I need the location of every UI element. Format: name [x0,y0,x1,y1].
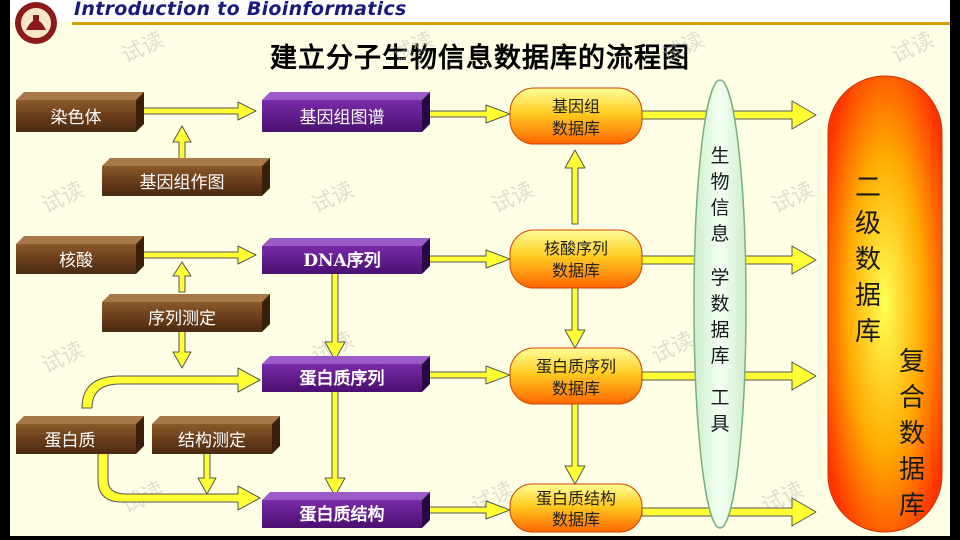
secondary-char: 据 [899,455,925,485]
secondary-char: 数 [899,419,925,449]
arrow-nucleic-db-to-genome-db [564,149,586,225]
arrow-dna-to-protein-seq [324,271,346,361]
arrow-protein-to-structure [97,445,261,511]
label-dna-sequence: DNA序列 [303,250,380,271]
secondary-char: 库 [855,317,881,347]
header-bar [10,0,950,22]
arrow-sequencing-up [172,261,192,293]
label-sequencing: 序列测定 [148,309,216,329]
db-protein-structure: 蛋白质结构 数据库 [509,483,643,533]
secondary-char: 合 [899,383,925,413]
tools-char: 数 [710,293,729,315]
arrow-mapping-to-chromosome [172,125,192,161]
secondary-char: 据 [855,281,881,311]
secondary-char: 级 [855,209,881,239]
arrow-sequencing-down [172,329,192,369]
tools-char: 信 [710,197,729,219]
box-chromosome: 染色体 [16,92,144,132]
arrow-dna-to-db [427,249,511,269]
db-nucleic-line1: 核酸序列 [544,239,608,258]
db-genome-line1: 基因组 [552,97,600,116]
slide: Introduction to Bioinformatics 建立分子生物信息数… [10,0,950,536]
tools-char: 库 [710,345,729,367]
arrow-protein-seq-to-db [427,365,511,385]
secondary-char: 二 [855,173,881,203]
tools-char: 物 [710,171,729,193]
db-nucleic-line2: 数据库 [552,261,600,280]
db-nucleic: 核酸序列 数据库 [509,229,643,289]
label-structure-determination: 结构测定 [178,431,246,451]
label-protein-structure: 蛋白质结构 [300,504,385,525]
db-protein-struct-line2: 数据库 [552,510,600,529]
db-protein-seq-line2: 数据库 [552,379,600,398]
secondary-database: 二 级 数 据 库 复 合 数 据 库 [827,75,943,533]
label-chromosome: 染色体 [51,108,102,128]
secondary-char: 复 [899,347,925,377]
data-type-boxes: 基因组图谱 DNA序列 蛋白质序列 蛋白质结构 [262,92,430,528]
header-title: Introduction to Bioinformatics [74,0,407,20]
tools-char: 据 [710,319,729,341]
label-genome-map: 基因组图谱 [300,108,385,128]
db-protein-sequence: 蛋白质序列 数据库 [509,347,643,405]
box-protein-structure: 蛋白质结构 [262,492,430,528]
box-sequencing: 序列测定 [102,294,270,332]
tools-char: 具 [710,413,729,435]
tools-char: 生 [710,145,729,167]
arrow-genome-map-to-db [427,104,511,124]
arrow-structure-det-down [197,451,217,495]
label-protein-sequence: 蛋白质序列 [300,368,385,389]
university-logo-icon [15,2,57,44]
box-genome-mapping: 基因组作图 [102,158,270,196]
primary-databases: 基因组 数据库 核酸序列 数据库 蛋白质序列 数据库 蛋白质结构 数据库 [509,87,643,533]
label-genome-mapping: 基因组作图 [140,173,225,193]
header-rule [72,22,950,25]
label-protein: 蛋白质 [45,431,96,451]
arrow-protein-seq-to-structure [324,389,346,497]
arrow-protein-db-to-struct-db [564,403,586,485]
box-nucleic-acid: 核酸 [16,236,144,274]
db-protein-seq-line1: 蛋白质序列 [536,357,616,376]
db-genome-line2: 数据库 [552,119,600,138]
db-protein-struct-line1: 蛋白质结构 [536,489,616,508]
bioinformatics-tools: 生 物 信 息 学 数 据 库 工 具 [693,79,747,529]
db-genome: 基因组 数据库 [509,87,643,145]
flowchart: 染色体 基因组作图 核酸 序列测定 [16,75,943,533]
secondary-char: 数 [855,245,881,275]
box-genome-map: 基因组图谱 [262,92,430,132]
tools-char: 息 [710,223,729,245]
tools-char: 学 [710,267,729,289]
arrow-chromosome-to-genome-map [139,101,257,121]
arrow-nucleic-to-dna [139,245,257,265]
diagram-title: 建立分子生物信息数据库的流程图 [270,43,690,74]
label-nucleic-acid: 核酸 [59,251,93,271]
arrow-protein-structure-to-db [427,500,511,520]
box-structure-determination: 结构测定 [152,416,280,454]
box-protein: 蛋白质 [16,416,144,454]
tools-char: 工 [710,387,729,409]
box-dna-sequence: DNA序列 [262,238,430,274]
source-boxes: 染色体 基因组作图 核酸 序列测定 [16,92,280,454]
box-protein-sequence: 蛋白质序列 [262,356,430,392]
secondary-char: 库 [899,491,925,521]
arrow-protein-to-protein-seq [81,367,261,409]
arrow-nucleic-db-to-protein-db [564,287,586,349]
